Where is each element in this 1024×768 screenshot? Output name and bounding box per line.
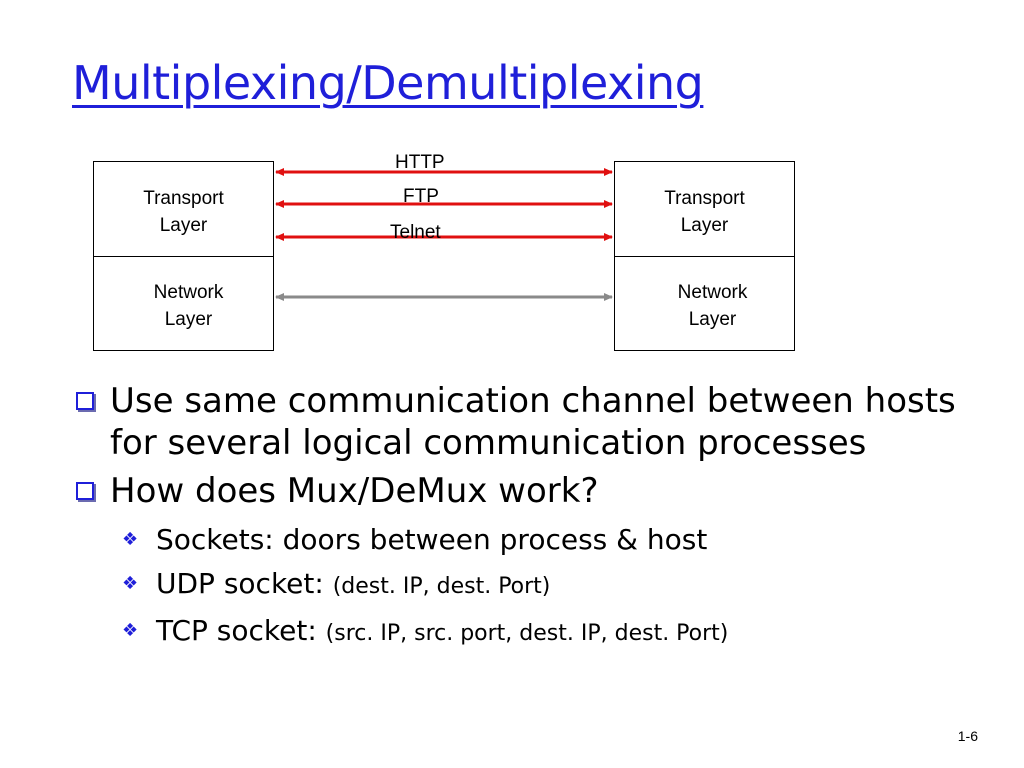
square-bullet-icon <box>76 392 94 410</box>
slide-title: Multiplexing/Demultiplexing <box>72 56 704 110</box>
right-host-stack: Transport Layer Network Layer <box>614 161 795 351</box>
slide-number: 1-6 <box>957 728 978 744</box>
right-stack-divider <box>615 256 794 257</box>
protocol-label-ftp: FTP <box>403 186 439 207</box>
right-transport-label-line1: Transport <box>664 188 745 209</box>
diamond-bullet-icon: ❖ <box>122 529 139 550</box>
protocol-label-http: HTTP <box>395 152 445 173</box>
bullet-list: Use same communication channel between h… <box>72 380 972 656</box>
sub-bullet-text: Sockets: doors between process & host <box>156 523 708 556</box>
left-transport-layer: Transport Layer <box>94 185 273 239</box>
left-transport-label-line1: Transport <box>143 188 224 209</box>
protocol-label-telnet: Telnet <box>390 222 441 243</box>
right-transport-label-line2: Layer <box>680 215 729 236</box>
square-bullet-icon <box>76 482 94 500</box>
right-network-layer: Network Layer <box>631 279 794 333</box>
left-network-layer: Network Layer <box>104 279 273 333</box>
right-transport-layer: Transport Layer <box>615 185 794 239</box>
sub-bullet-item: ❖ TCP socket: (src. IP, src. port, dest.… <box>72 609 972 656</box>
bullet-item: Use same communication channel between h… <box>72 380 972 464</box>
left-transport-label-line2: Layer <box>159 215 208 236</box>
bullet-text: Use same communication channel between h… <box>110 381 956 463</box>
diamond-bullet-icon: ❖ <box>122 620 139 641</box>
right-network-label-line2: Layer <box>688 309 737 330</box>
sub-bullet-detail: (dest. IP, dest. Port) <box>332 574 551 599</box>
sub-bullet-text: TCP socket: <box>156 614 326 647</box>
left-host-stack: Transport Layer Network Layer <box>93 161 274 351</box>
sub-bullet-detail: (src. IP, src. port, dest. IP, dest. Por… <box>325 621 729 646</box>
diamond-bullet-icon: ❖ <box>122 573 139 594</box>
sub-bullet-text: UDP socket: <box>156 567 333 600</box>
sub-bullet-item: ❖ Sockets: doors between process & host <box>72 518 972 562</box>
left-network-label-line1: Network <box>153 282 224 303</box>
left-network-label-line2: Layer <box>164 309 213 330</box>
bullet-text: How does Mux/DeMux work? <box>110 471 599 511</box>
right-network-label-line1: Network <box>677 282 748 303</box>
sub-bullet-item: ❖ UDP socket: (dest. IP, dest. Port) <box>72 562 972 609</box>
bullet-item: How does Mux/DeMux work? <box>72 470 972 512</box>
left-stack-divider <box>94 256 273 257</box>
